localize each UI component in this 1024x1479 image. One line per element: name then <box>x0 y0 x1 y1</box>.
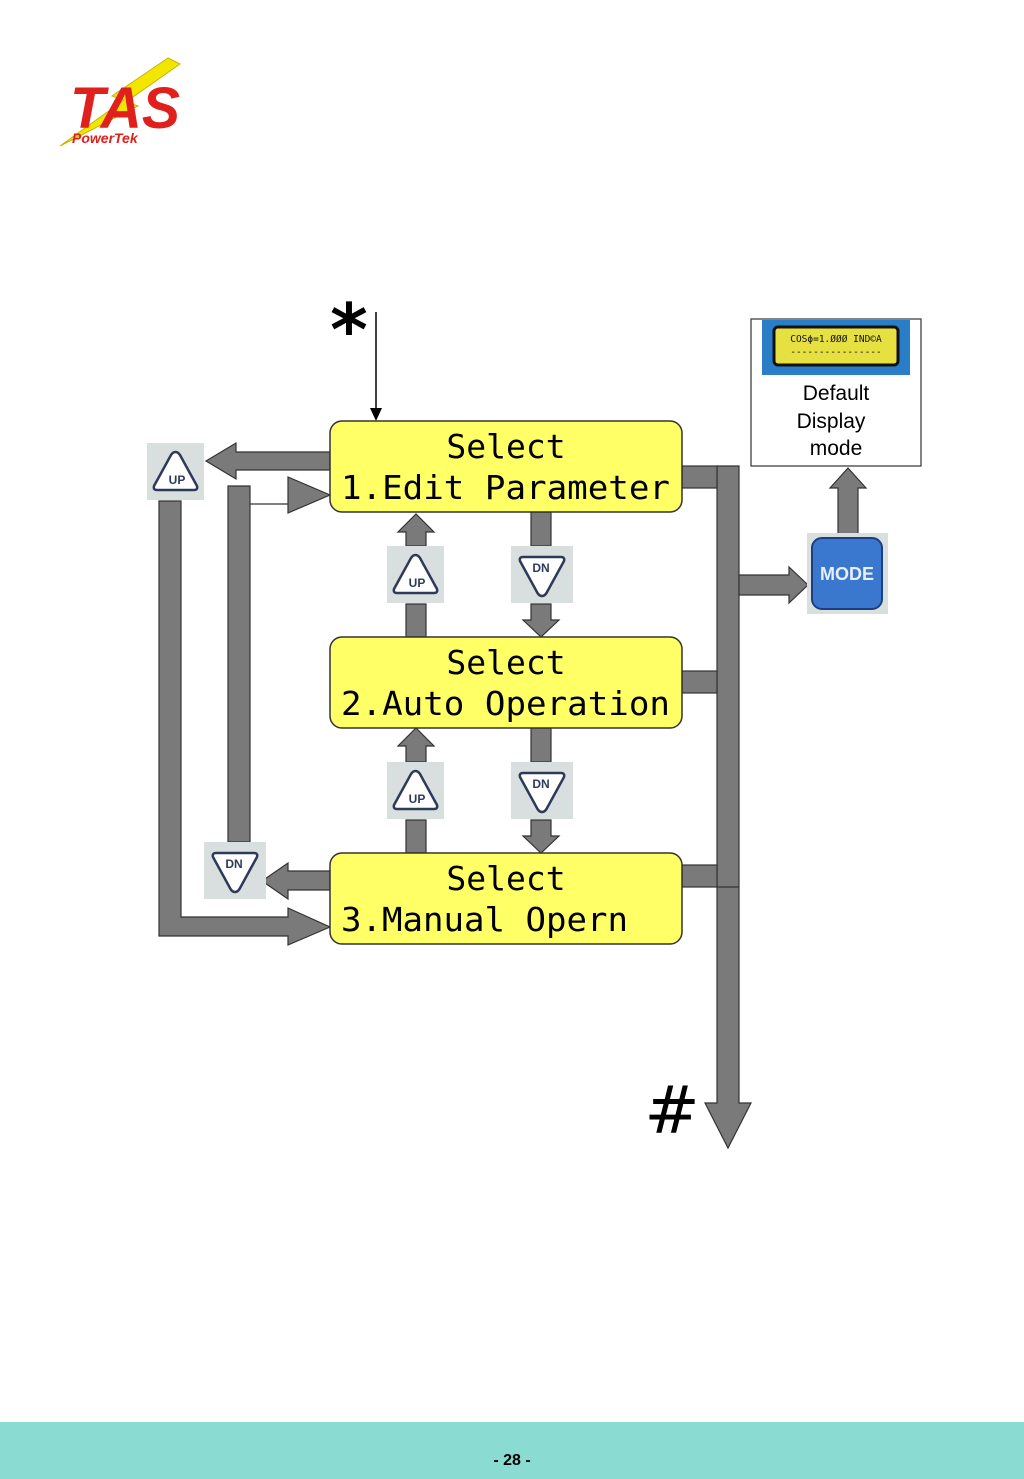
mode-key-label: MODE <box>820 564 874 584</box>
menu-box-manual-opern: Select 3.Manual Opern <box>329 852 683 945</box>
dn-key-2: DN <box>509 760 575 821</box>
menu-box-1-line-1: Select <box>446 427 565 466</box>
up-key-2: UP <box>385 760 446 821</box>
menu-box-3-line-2: 3.Manual Opern <box>341 900 628 939</box>
company-logo: TAS PowerTek <box>59 57 181 147</box>
page-number: - 28 - <box>493 1452 531 1469</box>
entry-arrow <box>370 312 382 421</box>
lcd-text: COSϕ=1.ØØØ IND©A <box>790 334 882 345</box>
mode-arrow <box>738 565 809 605</box>
menu-box-1-line-2: 1.Edit Parameter <box>341 468 670 507</box>
dn-key-2-label: DN <box>532 777 549 791</box>
exit-arrow <box>704 465 752 1150</box>
dn-key-1: DN <box>509 544 575 605</box>
footer-band <box>0 1422 1024 1479</box>
lcd-second-line: ---------------- <box>790 347 882 358</box>
up-key-left-label: UP <box>169 473 186 487</box>
up-loop-arrow <box>158 441 332 946</box>
logo-main-text: TAS <box>70 76 180 141</box>
menu-box-auto-operation: Select 2.Auto Operation <box>329 636 683 729</box>
entry-marker: * <box>330 288 368 372</box>
menu-box-2-line-1: Select <box>446 643 565 682</box>
up-key-1-label: UP <box>409 576 426 590</box>
up-key-left: UP <box>145 441 206 502</box>
dn-loop-arrow <box>227 476 332 901</box>
dn-key-1-label: DN <box>532 561 549 575</box>
lcd-screen: COSϕ=1.ØØØ IND©A ---------------- <box>762 320 910 375</box>
bus-connectors <box>681 465 718 888</box>
default-display-line-2: Display <box>797 410 866 433</box>
menu-box-2-line-2: 2.Auto Operation <box>341 684 670 723</box>
display-arrow <box>828 467 868 535</box>
logo-sub-text: PowerTek <box>72 130 139 146</box>
menu-box-edit-parameter: Select 1.Edit Parameter <box>329 420 683 513</box>
lightning-bolt-icon <box>59 57 181 147</box>
menu-box-3-line-1: Select <box>446 859 565 898</box>
up-key-1: UP <box>385 544 446 605</box>
default-display-line-1: Default <box>803 382 870 405</box>
dn-key-left-label: DN <box>225 857 242 871</box>
up-key-2-label: UP <box>409 792 426 806</box>
mode-key: MODE <box>807 533 888 614</box>
exit-marker: # <box>644 1072 699 1149</box>
dn-key-left: DN <box>202 840 268 901</box>
default-display-box: COSϕ=1.ØØØ IND©A ---------------- Defaul… <box>750 318 922 467</box>
default-display-line-3: mode <box>810 437 863 460</box>
